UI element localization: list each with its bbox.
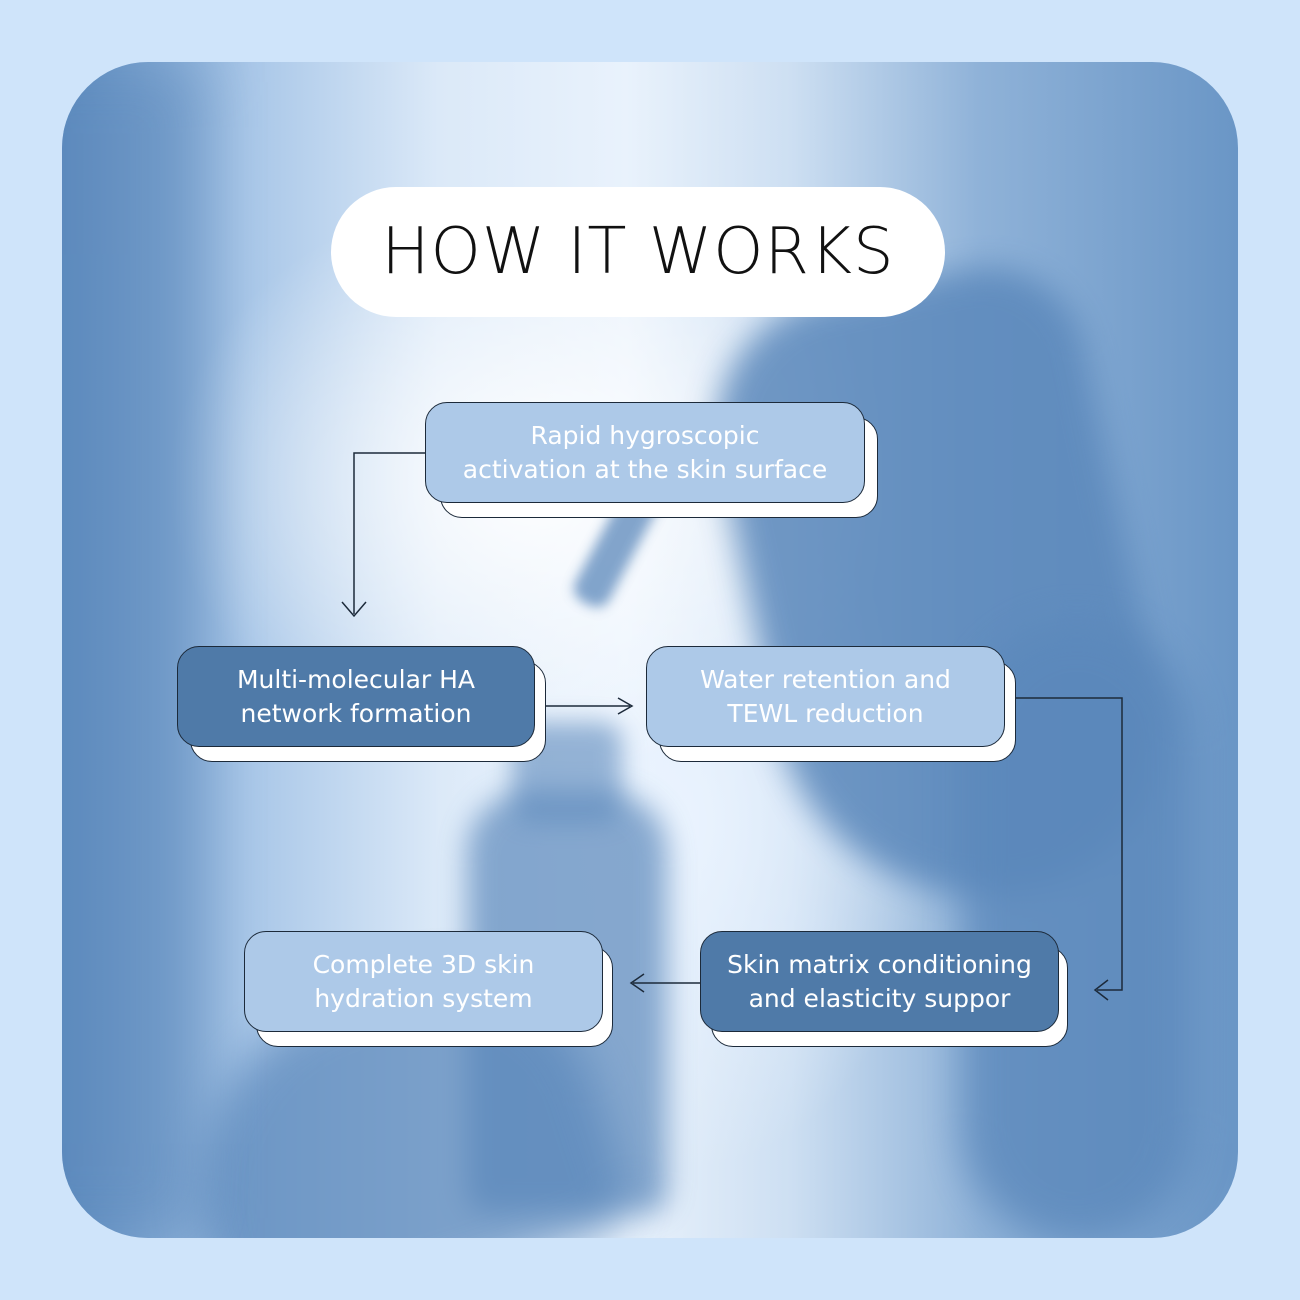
step-4-text: Skin matrix conditioning and elasticity … — [727, 949, 1032, 1013]
step-2-text: Multi-molecular HA network formation — [236, 664, 476, 728]
step-1-text: Rapid hygroscopic activation at the skin… — [462, 420, 828, 484]
step-5-text: Complete 3D skin hydration system — [312, 949, 535, 1013]
page-title: HOW IT WORKS — [381, 215, 895, 289]
step-3-box: Water retention and TEWL reduction — [646, 646, 1005, 747]
arrowhead-step3 — [617, 697, 634, 715]
arrowhead-step5 — [629, 973, 645, 993]
step-5-box: Complete 3D skin hydration system — [244, 931, 603, 1032]
arrow-step3-to-step4 — [1016, 697, 1123, 991]
arrow-step1-to-step2 — [353, 452, 425, 614]
step-4-box: Skin matrix conditioning and elasticity … — [700, 931, 1059, 1032]
arrowhead-step2 — [341, 601, 367, 618]
step-1-box: Rapid hygroscopic activation at the skin… — [425, 402, 865, 503]
step-3-text: Water retention and TEWL reduction — [700, 664, 951, 728]
arrowhead-step4 — [1093, 979, 1109, 1001]
title-pill: HOW IT WORKS — [331, 187, 945, 317]
step-2-box: Multi-molecular HA network formation — [177, 646, 535, 747]
left-edge-shadow — [62, 62, 202, 1238]
